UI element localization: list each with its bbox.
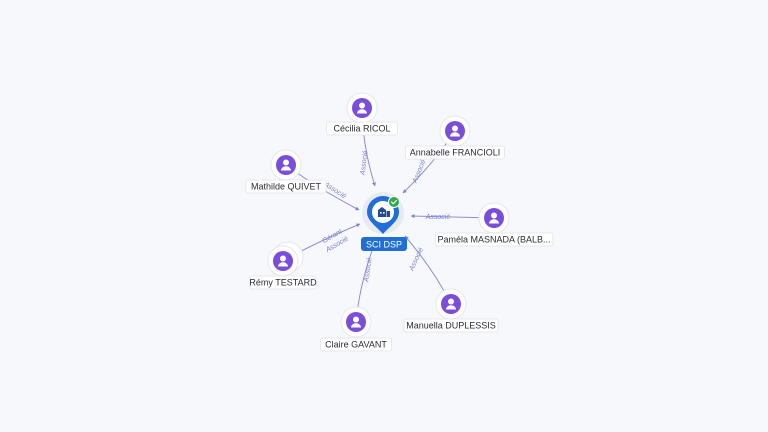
- name-box: [434, 232, 554, 247]
- center-node[interactable]: SCI DSP: [361, 192, 407, 251]
- edge-label: Associé: [359, 150, 369, 176]
- person-node-claire-gavant[interactable]: Claire GAVANT: [320, 306, 392, 352]
- person-node-pamela-masnada[interactable]: Paméla MASNADA (BALB...: [434, 202, 554, 247]
- name-box: [326, 121, 398, 136]
- nodes-layer: Cécilia RICOL Annabelle FRANCIOLI Mathilde…: [245, 92, 554, 352]
- name-box: [245, 179, 327, 194]
- person-name: Manuella DUPLESSIS: [406, 321, 496, 331]
- person-icon: [351, 316, 361, 328]
- edge-arrow-pamela-masnada: [411, 214, 415, 219]
- edge-label: Associé: [411, 159, 427, 185]
- person-name: Paméla MASNADA (BALB...: [437, 235, 550, 245]
- person-name: Cécilia RICOL: [333, 124, 390, 134]
- person-node-cecilia-ricol[interactable]: Cécilia RICOL: [326, 92, 398, 136]
- edge-label: Associé: [408, 247, 425, 273]
- person-name: Mathilde QUIVET: [251, 182, 322, 192]
- edge-arrow-mathilde-quivet: [355, 206, 359, 211]
- person-icon: [281, 159, 291, 171]
- person-name: Rémy TESTARD: [249, 278, 317, 288]
- check-icon: [388, 196, 400, 208]
- center-label-box: [361, 237, 407, 251]
- person-node-annabelle-francioli[interactable]: Annabelle FRANCIOLI: [405, 115, 505, 160]
- person-name: Annabelle FRANCIOLI: [410, 148, 501, 158]
- person-icon: [278, 255, 288, 267]
- name-box: [320, 337, 392, 352]
- center-label: SCI DSP: [366, 240, 402, 250]
- edge-arrow-cecilia-ricol: [371, 182, 376, 186]
- person-name: Claire GAVANT: [325, 340, 387, 350]
- edge-label: Associé: [363, 257, 373, 283]
- person-node-mathilde-quivet[interactable]: Mathilde QUIVET: [245, 149, 327, 194]
- person-icon: [489, 212, 499, 224]
- name-box: [403, 318, 499, 333]
- person-icon: [450, 125, 460, 137]
- name-box: [249, 275, 317, 290]
- person-icon: [446, 298, 456, 310]
- person-icon: [357, 102, 367, 114]
- person-node-remy-testard[interactable]: Rémy TESTARD: [249, 241, 317, 290]
- person-node-manuella-duplessis[interactable]: Manuella DUPLESSIS: [403, 288, 499, 333]
- name-box: [405, 145, 505, 160]
- edge-arrow-annabelle-francioli: [403, 189, 407, 193]
- building-icon: [378, 207, 390, 217]
- edge-label: Associé: [425, 214, 451, 221]
- edge-arrow-remy-testard: [356, 223, 360, 228]
